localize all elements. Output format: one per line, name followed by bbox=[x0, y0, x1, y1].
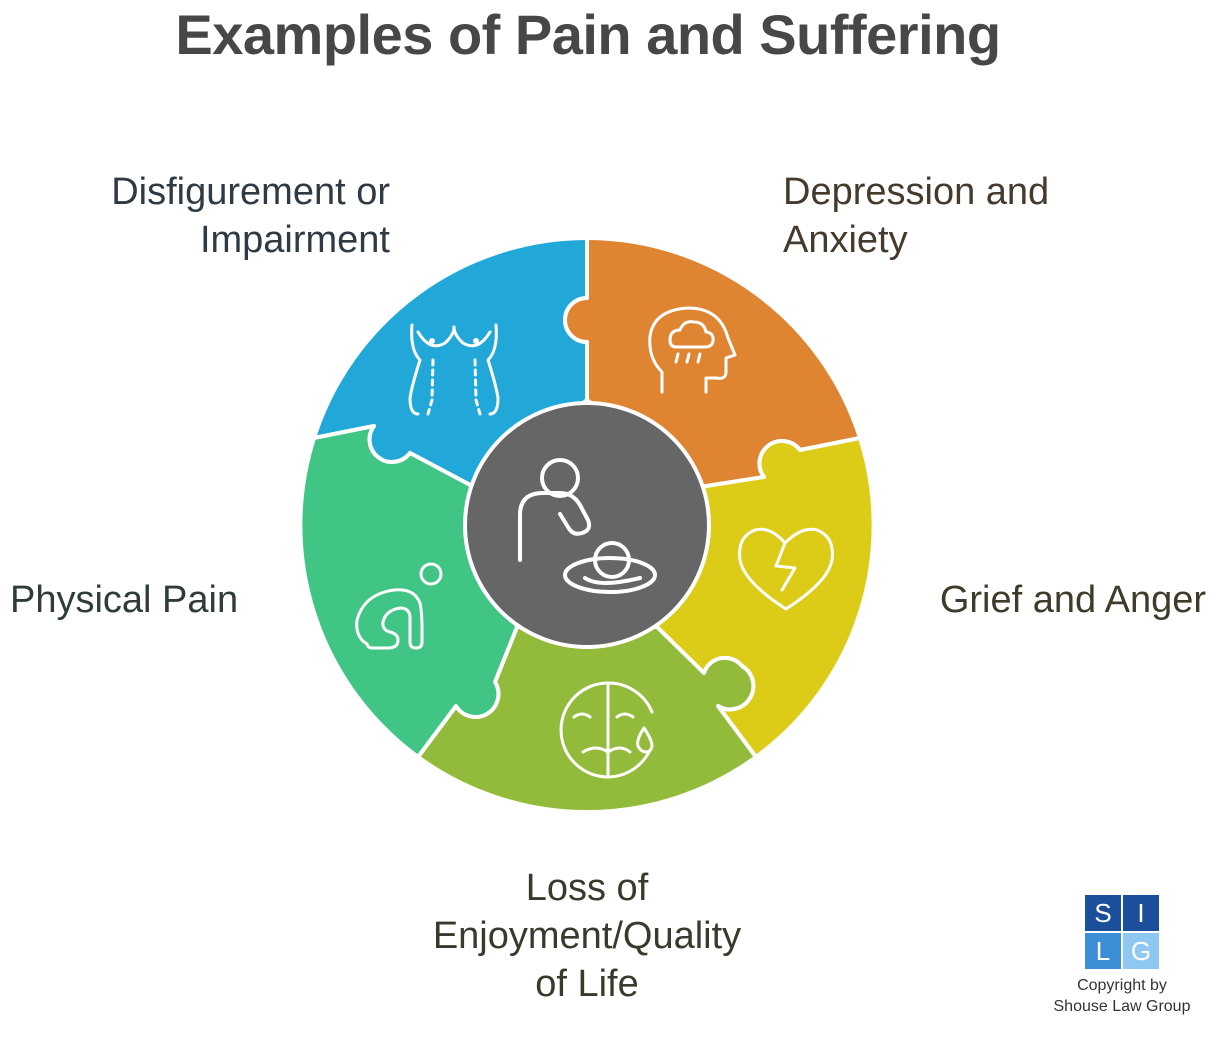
copyright: Copyright by Shouse Law Group bbox=[1035, 975, 1209, 1017]
label-loss-line-2: Enjoyment/Quality bbox=[432, 915, 742, 957]
label-loss-line-1: Loss of bbox=[525, 867, 649, 909]
label-physical-line-1: Physical Pain bbox=[10, 579, 239, 621]
label-depression-line-1: Depression and bbox=[783, 171, 1050, 213]
person-hunched-pain-icon bbox=[355, 562, 443, 650]
center-circle bbox=[463, 401, 711, 649]
half-sad-face-tear-icon bbox=[559, 681, 654, 779]
label-grief-line-1: Grief and Anger bbox=[939, 579, 1206, 621]
label-loss-line-3: of Life bbox=[535, 963, 639, 1005]
logo-letter-s: S bbox=[1085, 895, 1121, 931]
label-grief: Grief and Anger bbox=[880, 576, 1206, 624]
label-disfigurement-line-2: Impairment bbox=[199, 219, 390, 261]
broken-heart-icon bbox=[738, 527, 834, 611]
label-disfigurement-line-1: Disfigurement or bbox=[111, 171, 390, 213]
label-disfigurement: Disfigurement or Impairment bbox=[60, 168, 390, 264]
page-title: Examples of Pain and Suffering bbox=[175, 3, 1001, 66]
slg-logo: S I L G bbox=[1085, 895, 1159, 969]
head-raincloud-icon bbox=[648, 306, 737, 394]
caregiver-comforting-person-icon bbox=[518, 458, 657, 594]
logo-letter-l: L bbox=[1085, 933, 1121, 969]
logo-letter-g: G bbox=[1123, 933, 1159, 969]
logo-letter-i: I bbox=[1123, 895, 1159, 931]
label-physical: Physical Pain bbox=[10, 576, 310, 624]
copyright-line-2: Shouse Law Group bbox=[1053, 998, 1191, 1015]
label-depression: Depression and Anxiety bbox=[783, 168, 1163, 264]
label-loss: Loss of Enjoyment/Quality of Life bbox=[380, 864, 794, 1008]
copyright-line-1: Copyright by bbox=[1077, 977, 1167, 994]
label-depression-line-2: Anxiety bbox=[783, 219, 908, 261]
body-torso-icon bbox=[408, 323, 500, 416]
